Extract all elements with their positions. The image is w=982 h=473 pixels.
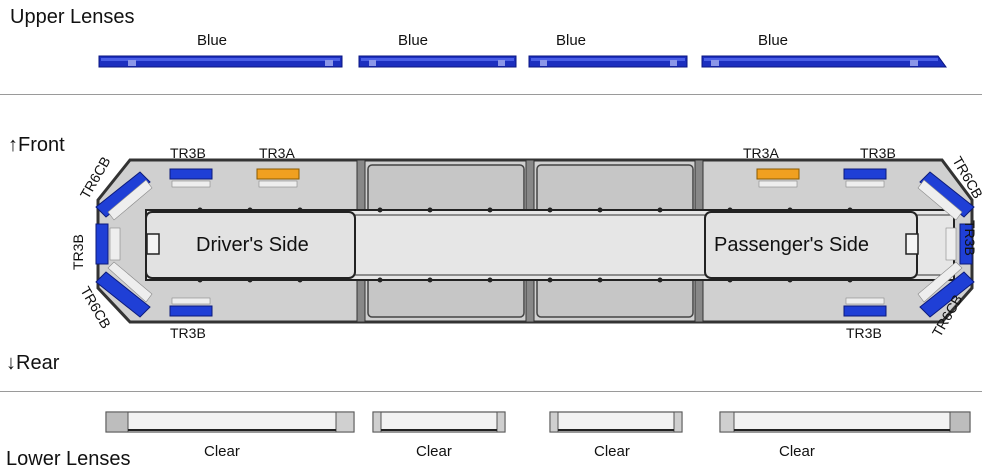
tr3b-module-front-right <box>843 168 887 188</box>
tr6cb-module-front-left <box>95 171 153 221</box>
drivers-side-label: Driver's Side <box>196 234 309 256</box>
tr3b-module-front-left <box>169 168 213 188</box>
lower-lens <box>105 411 355 433</box>
rear-label: Rear <box>16 352 60 374</box>
tr3a-label: TR3A <box>259 145 295 161</box>
passengers-side-label: Passenger's Side <box>714 234 869 256</box>
lower-lens-label: Clear <box>416 443 452 460</box>
tr3b-label: TR3B <box>170 145 206 161</box>
lower-lenses-title: Lower Lenses <box>6 448 131 470</box>
lower-divider <box>0 391 982 392</box>
down-arrow-icon: ↓ <box>6 352 16 374</box>
upper-lens <box>98 55 343 68</box>
lower-lenses-strip <box>105 411 971 433</box>
upper-divider <box>0 94 982 95</box>
tr3b-label: TR3B <box>170 325 206 341</box>
tr3b-label: TR3B <box>70 234 86 270</box>
lower-lens-label: Clear <box>204 443 240 460</box>
lower-lens <box>549 411 683 433</box>
upper-lens-label: Blue <box>758 32 789 49</box>
tr3a-module-front-left <box>256 168 300 188</box>
front-indicator: ↑Front <box>8 134 65 157</box>
lower-lens-label: Clear <box>779 443 815 460</box>
tr3b-label: TR3B <box>962 220 978 256</box>
lower-lens-label: Clear <box>594 443 630 460</box>
upper-lens <box>701 55 947 68</box>
front-label: Front <box>18 134 65 156</box>
lower-lens <box>372 411 506 433</box>
tr6cb-module-rear-left <box>95 261 153 318</box>
tr6cb-module-rear-right <box>917 261 975 318</box>
upper-lenses-strip <box>98 55 947 68</box>
upper-lens <box>528 55 688 68</box>
upper-lens-label: Blue <box>556 32 587 49</box>
upper-lenses-title: Upper Lenses <box>10 6 135 28</box>
up-arrow-icon: ↑ <box>8 134 18 156</box>
tr3b-label: TR3B <box>860 145 896 161</box>
tr3a-module-front-right <box>756 168 800 188</box>
rear-indicator: ↓Rear <box>6 352 59 375</box>
tr3b-module-rear-left <box>169 297 213 317</box>
lower-lens <box>719 411 971 433</box>
upper-lens <box>358 55 517 68</box>
tr3b-module-rear-right <box>843 297 887 317</box>
tr3a-label: TR3A <box>743 145 779 161</box>
tr3b-module-right-end <box>945 223 973 265</box>
tr3b-module-left-end <box>95 223 121 265</box>
upper-lens-label: Blue <box>197 32 228 49</box>
tr3b-label: TR3B <box>846 325 882 341</box>
tr6cb-module-front-right <box>917 171 975 221</box>
drivers-side-panel <box>145 211 356 279</box>
upper-lens-label: Blue <box>398 32 429 49</box>
